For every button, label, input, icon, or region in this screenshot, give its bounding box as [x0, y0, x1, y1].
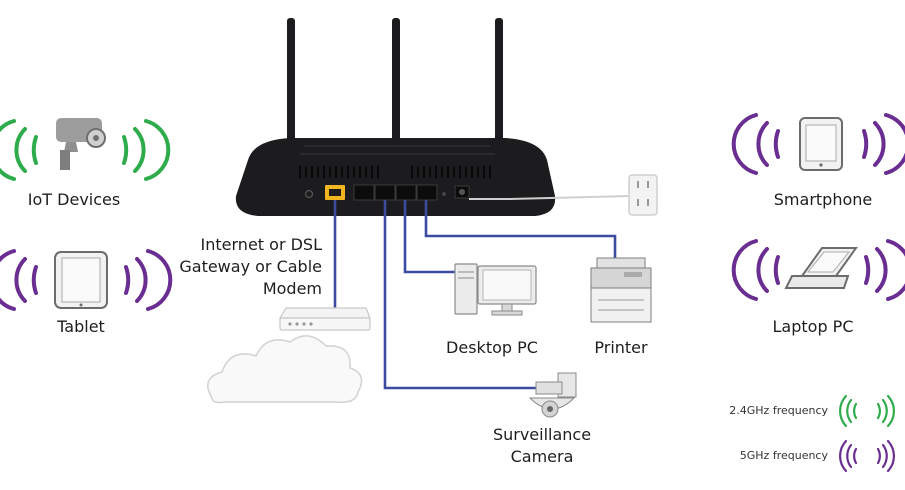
legend-24ghz-label: 2.4GHz frequency — [729, 404, 828, 417]
laptop-icon — [784, 247, 858, 289]
cable-desktop — [403, 200, 455, 274]
tablet-wifi-arcs — [0, 249, 173, 311]
iot-wifi-arcs — [0, 119, 171, 181]
tablet-label: Tablet — [57, 317, 105, 336]
tablet-icon — [54, 251, 108, 309]
smartphone-icon — [799, 117, 843, 171]
laptop-label: Laptop PC — [772, 317, 854, 336]
router — [235, 18, 556, 216]
power-cord — [469, 195, 631, 200]
wall-outlet-icon — [628, 174, 658, 216]
desktop-pc-label: Desktop PC — [446, 338, 538, 357]
internet-cloud-icon — [207, 335, 363, 404]
legend-5ghz-icon — [839, 439, 895, 473]
surveillance-camera-label: Surveillance Camera — [492, 425, 592, 466]
power-button-icon — [304, 189, 314, 199]
iot-camera-icon — [56, 118, 106, 170]
modem-label: Internet or DSL Gateway or Cable Modem — [179, 235, 322, 298]
legend-24ghz-icon — [839, 394, 895, 428]
smartphone-label: Smartphone — [773, 190, 873, 209]
printer-label: Printer — [594, 338, 648, 357]
surveillance-camera-icon — [528, 372, 577, 418]
cable-camera — [383, 200, 536, 390]
desktop-pc-icon — [454, 263, 537, 316]
router-body — [235, 138, 556, 216]
router-vents — [299, 166, 491, 178]
ethernet-cables — [333, 200, 617, 390]
router-antenna-center — [392, 18, 400, 164]
router-antenna-left — [287, 18, 295, 164]
lan-ports — [353, 184, 438, 201]
cable-printer — [424, 200, 617, 260]
laptop-wifi-arcs — [731, 239, 905, 301]
smartphone-wifi-arcs — [731, 113, 905, 175]
router-antenna-right — [495, 18, 503, 164]
modem-icon — [278, 307, 371, 331]
legend-5ghz-label: 5GHz frequency — [739, 449, 828, 462]
reset-button-icon — [442, 192, 446, 196]
printer-icon — [590, 257, 652, 323]
iot-devices-label: IoT Devices — [27, 190, 121, 209]
